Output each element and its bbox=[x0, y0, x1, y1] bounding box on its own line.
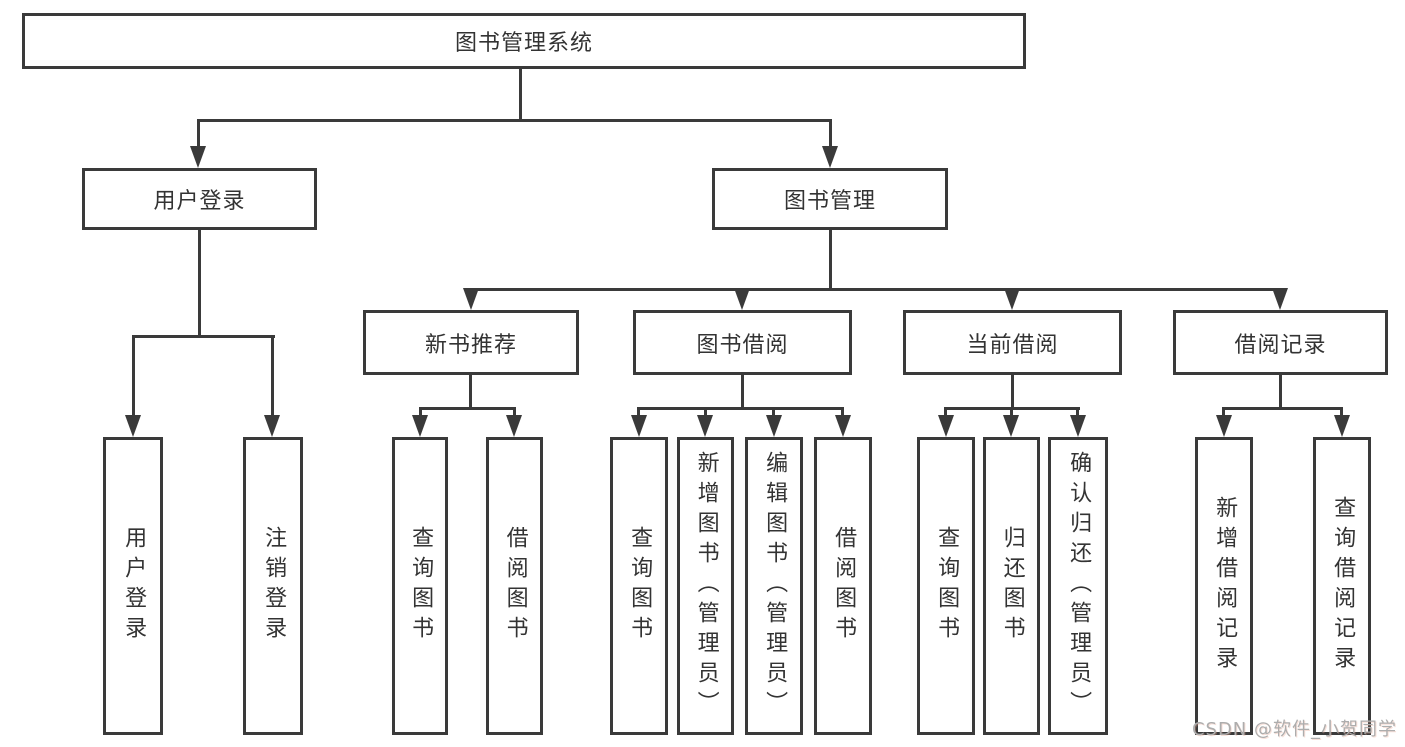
arrow-down-icon bbox=[734, 288, 750, 310]
connector-line bbox=[772, 407, 775, 418]
leaf-label: 借阅图书 bbox=[831, 526, 857, 646]
connector-line bbox=[704, 407, 707, 418]
connector-line bbox=[519, 69, 522, 122]
leaf-label: 查询借阅记录 bbox=[1330, 496, 1356, 676]
node-current-borrow: 当前借阅 bbox=[903, 310, 1122, 375]
leaf-borrow-books-1: 借阅图书 bbox=[486, 437, 543, 735]
connector-line bbox=[637, 407, 640, 418]
leaf-query-books-1: 查询图书 bbox=[392, 437, 448, 735]
arrow-down-icon bbox=[506, 415, 522, 437]
leaf-add-books-admin: 新增图书（管理员） bbox=[677, 437, 734, 735]
arrow-down-icon bbox=[938, 415, 954, 437]
arrow-down-icon bbox=[1272, 288, 1288, 310]
arrow-down-icon bbox=[1070, 415, 1086, 437]
arrow-down-icon bbox=[1216, 415, 1232, 437]
leaf-label: 查询图书 bbox=[627, 526, 653, 646]
connector-line bbox=[271, 335, 274, 417]
node-user-login: 用户登录 bbox=[82, 168, 317, 230]
connector-line bbox=[197, 119, 200, 148]
leaf-label: 查询图书 bbox=[408, 526, 434, 646]
leaf-label: 注销登录 bbox=[261, 526, 287, 646]
connector-line bbox=[419, 407, 516, 410]
connector-line bbox=[132, 335, 135, 417]
arrow-down-icon bbox=[1334, 415, 1350, 437]
leaf-return-books: 归还图书 bbox=[983, 437, 1040, 735]
arrow-down-icon bbox=[835, 415, 851, 437]
connector-line bbox=[841, 407, 844, 418]
arrow-down-icon bbox=[822, 146, 838, 168]
connector-line bbox=[637, 407, 844, 410]
arrow-down-icon bbox=[766, 415, 782, 437]
leaf-label: 查询图书 bbox=[934, 526, 960, 646]
leaf-query-books-3: 查询图书 bbox=[917, 437, 975, 735]
connector-line bbox=[419, 407, 422, 418]
connector-line bbox=[829, 230, 832, 288]
connector-line bbox=[1010, 407, 1013, 418]
node-book-borrow: 图书借阅 bbox=[633, 310, 852, 375]
arrow-down-icon bbox=[1003, 415, 1019, 437]
connector-line bbox=[1340, 407, 1343, 418]
node-book-management: 图书管理 bbox=[712, 168, 948, 230]
connector-line bbox=[1222, 407, 1225, 418]
leaf-borrow-books-2: 借阅图书 bbox=[814, 437, 872, 735]
csdn-watermark: CSDN @软件_小贺同学 bbox=[1191, 719, 1397, 740]
arrow-down-icon bbox=[697, 415, 713, 437]
connector-line bbox=[1222, 407, 1343, 410]
connector-line bbox=[829, 119, 832, 148]
leaf-label: 编辑图书（管理员） bbox=[762, 451, 788, 721]
connector-line bbox=[741, 375, 744, 410]
connector-line bbox=[132, 335, 275, 338]
arrow-down-icon bbox=[463, 288, 479, 310]
connector-line bbox=[470, 288, 1282, 291]
leaf-query-borrow-record: 查询借阅记录 bbox=[1313, 437, 1371, 735]
leaf-label: 新增借阅记录 bbox=[1212, 496, 1238, 676]
connector-line bbox=[469, 375, 472, 410]
connector-line bbox=[198, 230, 201, 335]
leaf-add-borrow-record: 新增借阅记录 bbox=[1195, 437, 1253, 735]
leaf-confirm-return-admin: 确认归还（管理员） bbox=[1048, 437, 1108, 735]
node-borrow-records: 借阅记录 bbox=[1173, 310, 1388, 375]
connector-line bbox=[1279, 375, 1282, 410]
arrow-down-icon bbox=[190, 146, 206, 168]
connector-line bbox=[1076, 407, 1079, 418]
leaf-label: 用户登录 bbox=[121, 526, 147, 646]
leaf-label: 归还图书 bbox=[999, 526, 1025, 646]
arrow-down-icon bbox=[1004, 288, 1020, 310]
leaf-label: 新增图书（管理员） bbox=[693, 451, 719, 721]
arrow-down-icon bbox=[631, 415, 647, 437]
leaf-edit-books-admin: 编辑图书（管理员） bbox=[745, 437, 803, 735]
leaf-user-login: 用户登录 bbox=[103, 437, 163, 735]
leaf-logout: 注销登录 bbox=[243, 437, 303, 735]
leaf-label: 确认归还（管理员） bbox=[1066, 451, 1092, 721]
connector-line bbox=[944, 407, 947, 418]
node-new-book-recommend: 新书推荐 bbox=[363, 310, 579, 375]
connector-line bbox=[197, 119, 832, 122]
leaf-label: 借阅图书 bbox=[502, 526, 528, 646]
arrow-down-icon bbox=[125, 415, 141, 437]
connector-line bbox=[513, 407, 516, 418]
leaf-query-books-2: 查询图书 bbox=[610, 437, 668, 735]
node-library-management-system: 图书管理系统 bbox=[22, 13, 1026, 69]
connector-line bbox=[1011, 375, 1014, 410]
arrow-down-icon bbox=[264, 415, 280, 437]
arrow-down-icon bbox=[412, 415, 428, 437]
